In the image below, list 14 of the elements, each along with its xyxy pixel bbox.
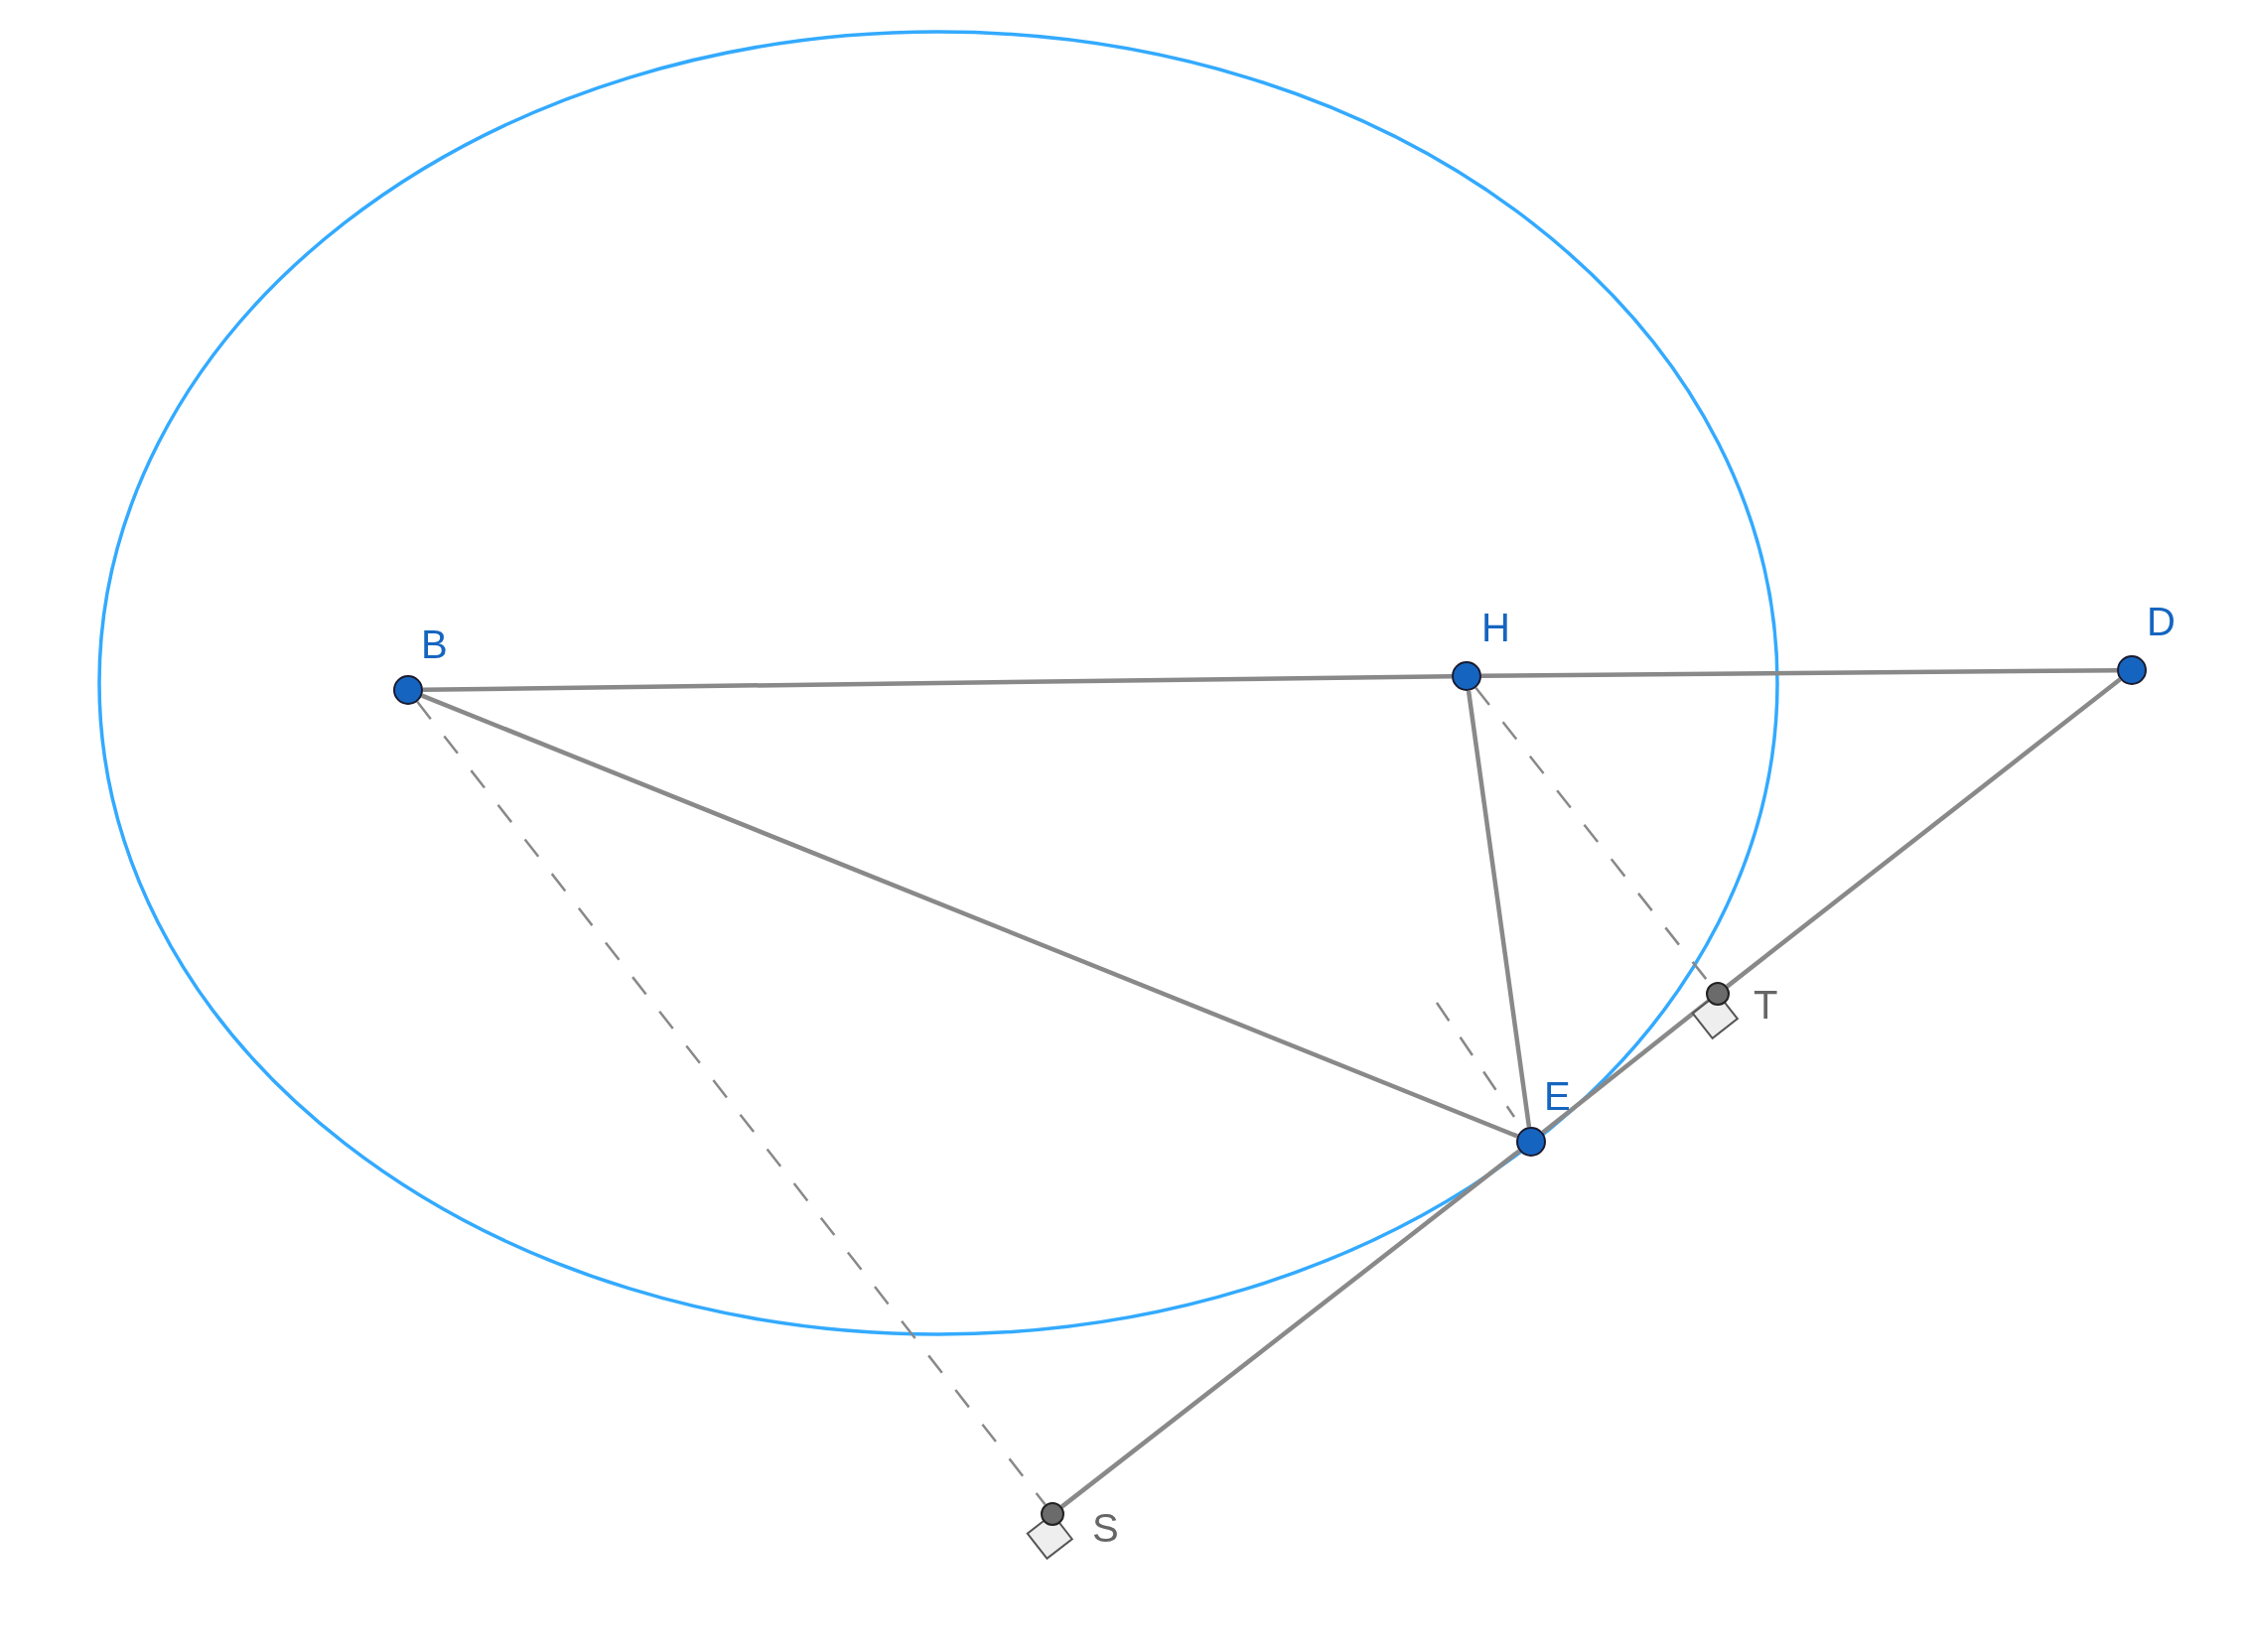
line-segment <box>1541 999 1710 1135</box>
point-label: B <box>421 622 448 666</box>
point-label: T <box>1754 983 1778 1027</box>
point-label: D <box>2147 600 2176 643</box>
line-segment <box>1480 667 2118 679</box>
line-segment <box>1060 1149 1521 1509</box>
dashed-line <box>416 701 1047 1506</box>
line-segment <box>422 673 1453 693</box>
line-segment <box>1726 677 2122 989</box>
point-label: H <box>1481 606 1510 649</box>
line-segment <box>1466 690 1532 1128</box>
line-segment <box>421 693 1518 1139</box>
point-label: S <box>1092 1506 1119 1550</box>
point-label: E <box>1544 1074 1571 1118</box>
